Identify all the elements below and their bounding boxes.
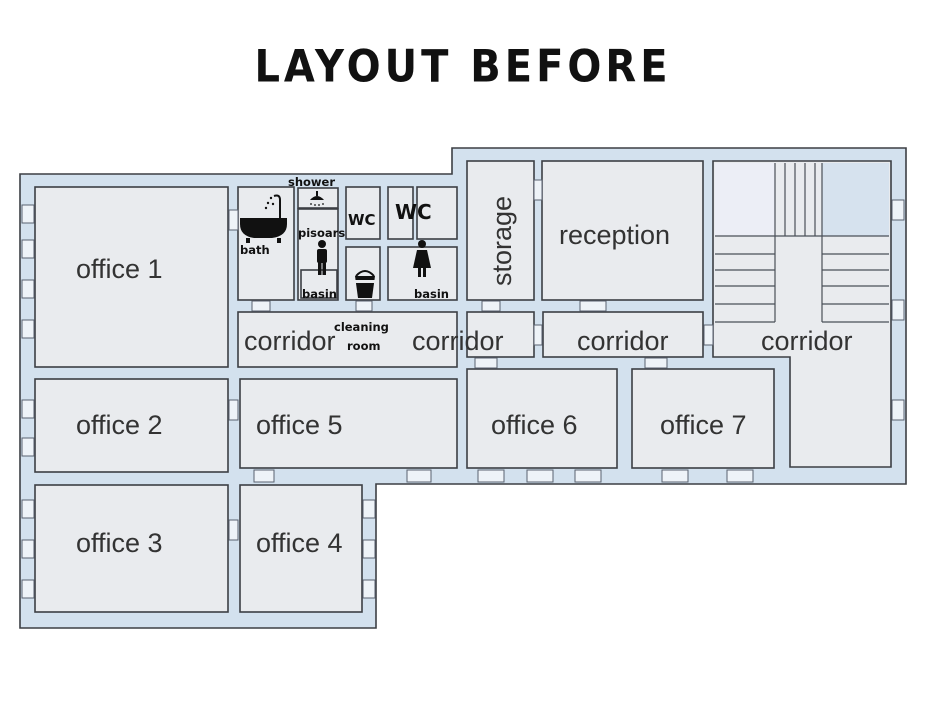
room-office-7[interactable] (631, 368, 775, 469)
label-corridor-b: corridor (412, 326, 504, 356)
label-wc-2: WC (395, 200, 432, 224)
room-wc-2b[interactable] (416, 186, 458, 240)
stair-landing (715, 163, 775, 236)
label-office-5: office 5 (256, 410, 343, 440)
label-room: room (347, 339, 380, 353)
stair-landing-right (822, 163, 889, 236)
room-office-3[interactable] (34, 484, 229, 613)
label-pisoars: pisoars (298, 226, 345, 240)
label-office-6: office 6 (491, 410, 578, 440)
label-reception: reception (559, 220, 670, 250)
room-storage[interactable] (466, 160, 535, 301)
room-reception[interactable] (541, 160, 704, 301)
room-corridor-e[interactable] (712, 160, 892, 468)
label-storage: storage (487, 196, 517, 286)
label-bath: bath (240, 243, 270, 257)
room-corridor-d[interactable] (542, 311, 704, 358)
label-office-1: office 1 (76, 254, 163, 284)
label-wc-1: WC (348, 211, 376, 229)
stair-flights (715, 163, 889, 323)
female-icon (413, 240, 431, 277)
room-office-2[interactable] (34, 378, 229, 473)
room-office-4[interactable] (239, 484, 363, 613)
bucket-icon (354, 270, 376, 298)
room-office-6[interactable] (466, 368, 618, 469)
male-icon (317, 240, 327, 275)
label-shower: shower (288, 175, 335, 189)
room-wc-2a[interactable] (387, 186, 414, 240)
page-title: LAYOUT BEFORE (254, 41, 672, 93)
room-wc-1[interactable] (345, 186, 381, 240)
label-corridor-a: corridor (244, 326, 336, 356)
bath-icon (240, 194, 287, 243)
room-corridor-a[interactable] (237, 311, 458, 368)
label-basin-2: basin (414, 287, 449, 301)
window-markers (21, 179, 905, 599)
label-office-2: office 2 (76, 410, 163, 440)
label-office-4: office 4 (256, 528, 343, 558)
shower-icon (310, 191, 324, 206)
room-office-5[interactable] (239, 378, 458, 469)
label-cleaning: cleaning (334, 320, 389, 334)
room-bath[interactable] (237, 186, 295, 301)
label-basin-1: basin (302, 287, 337, 301)
label-office-7: office 7 (660, 410, 747, 440)
label-corridor-d: corridor (577, 326, 669, 356)
label-office-3: office 3 (76, 528, 163, 558)
label-corridor-e: corridor (761, 326, 853, 356)
room-office-1[interactable] (34, 186, 229, 368)
